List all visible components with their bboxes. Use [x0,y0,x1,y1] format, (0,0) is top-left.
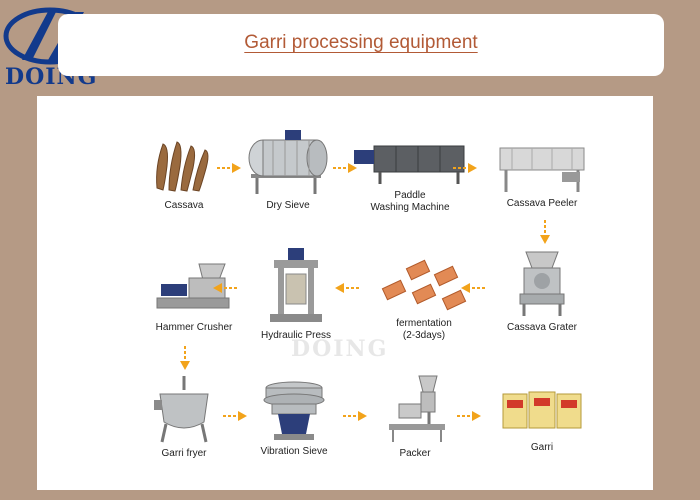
fermentation-bags-icon [381,259,467,311]
packer-icon [389,375,445,442]
step-hammer-crusher: Hammer Crusher [129,260,259,334]
flow-arrow-right [217,160,241,178]
flow-arrow-right [223,408,247,426]
step-garri: Garri [477,386,607,454]
watermark-text: DOING [291,336,389,362]
vibration-sieve-icon [263,381,325,440]
step-hydraulic-press: Hydraulic Press [231,246,361,342]
flow-arrow-left [335,280,359,298]
washing-machine-icon [354,145,465,184]
step-label: Garri fryer [161,448,207,459]
cassava-grater-icon [519,251,565,316]
dry-sieve-icon [248,130,328,194]
step-label: Packer [399,448,431,459]
page-title: Garri processing equipment [244,32,478,53]
flow-arrow-down [180,346,190,375]
step-cassava-grater: Cassava Grater [477,248,607,334]
step-vibration-sieve: Vibration Sieve [229,378,359,458]
flow-arrow-down [540,220,550,249]
hammer-crusher-icon [156,263,230,309]
process-flow-panel: DOING Cassava Dry Sieve [37,96,653,490]
garri-fryer-icon [154,376,209,443]
step-label: fermentation (2-3days) [396,318,452,341]
step-fermentation: fermentation (2-3days) [359,254,489,342]
step-label: Cassava Peeler [506,198,578,209]
flow-arrow-left [461,280,485,298]
step-label: Dry Sieve [266,200,310,211]
step-label: Vibration Sieve [260,446,328,457]
flow-arrow-right [457,408,481,426]
step-paddle-washing-machine: Paddle Washing Machine [345,138,475,214]
step-label: Cassava Grater [506,322,578,333]
cassava-peeler-icon [499,147,585,192]
step-label: Hydraulic Press [260,330,332,341]
step-garri-fryer: Garri fryer [119,374,249,460]
step-dry-sieve: Dry Sieve [223,126,353,212]
step-cassava: Cassava [119,136,249,212]
flow-arrow-right [453,160,477,178]
garri-bags-icon [502,391,582,429]
flow-arrow-right [343,408,367,426]
step-label: Paddle Washing Machine [370,190,450,213]
step-cassava-peeler: Cassava Peeler [477,138,607,210]
step-label: Hammer Crusher [155,322,233,333]
step-label: Garri [530,442,554,453]
cassava-icon [156,141,209,192]
step-packer: Packer [350,374,480,460]
flow-arrow-left [213,280,237,298]
flow-arrow-right [333,160,357,178]
title-bar: Garri processing equipment [58,14,664,76]
step-label: Cassava [164,200,204,211]
hydraulic-press-icon [270,248,322,322]
